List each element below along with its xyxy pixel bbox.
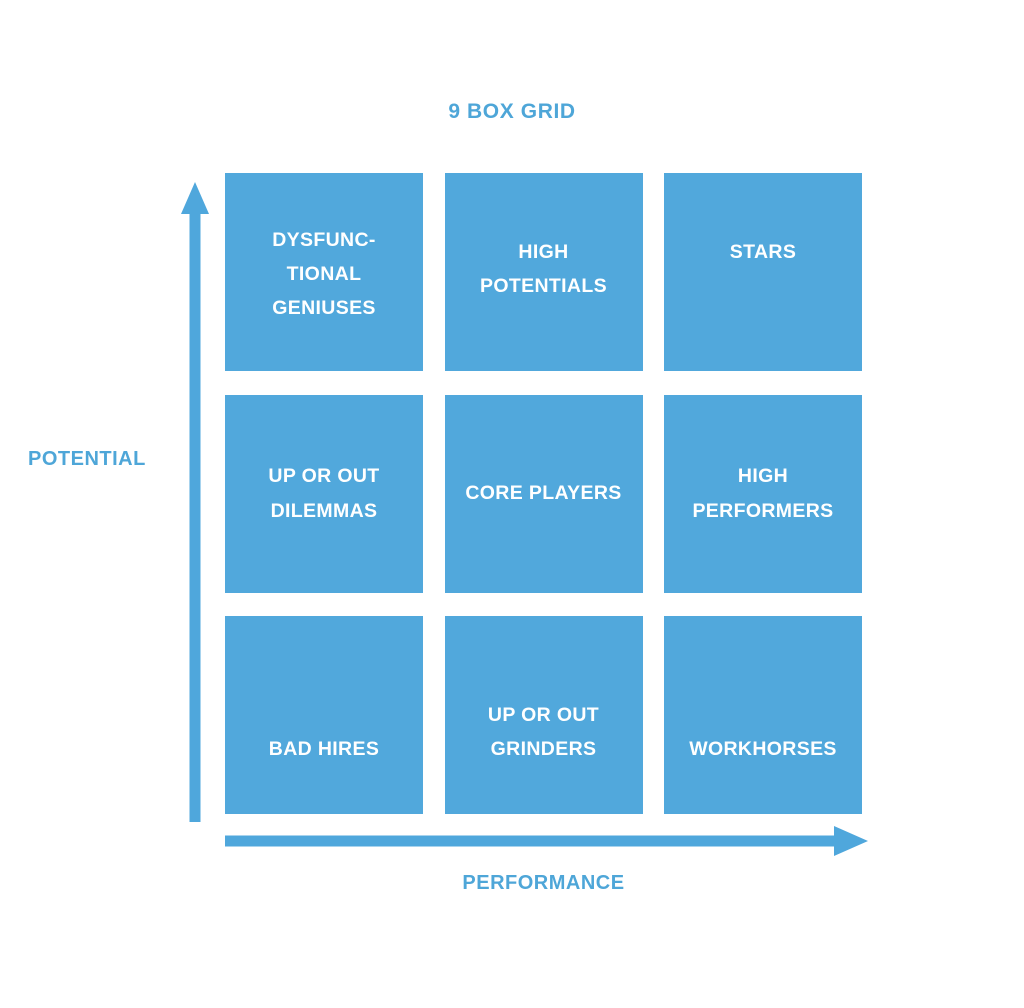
grid-cell-high-potentials[interactable]: HIGH POTENTIALS bbox=[444, 173, 643, 371]
grid-cell-stars[interactable]: STARS bbox=[664, 173, 862, 371]
grid-cell-workhorses[interactable]: WORKHORSES bbox=[664, 616, 862, 814]
y-axis-label: POTENTIAL bbox=[28, 448, 146, 470]
grid-cell-label: HIGH PERFORMERS bbox=[692, 465, 834, 522]
grid-cell-label: STARS bbox=[729, 241, 797, 263]
page-title: 9 BOX GRID bbox=[448, 100, 576, 123]
grid-cell-up-or-out-grinders[interactable]: UP OR OUT GRINDERS bbox=[444, 616, 643, 814]
grid-cell-dysfunctional-geniuses[interactable]: DYSFUNC- TIONAL GENIUSES bbox=[225, 173, 423, 371]
arrow-up-icon bbox=[181, 182, 209, 822]
grid-cell-bad-hires[interactable]: BAD HIRES bbox=[225, 616, 423, 814]
grid-cell-label: CORE PLAYERS bbox=[465, 482, 622, 505]
grid-cell-high-performers[interactable]: HIGH PERFORMERS bbox=[664, 394, 862, 593]
grid-cell-label: HIGH POTENTIALS bbox=[479, 241, 607, 298]
x-axis-label: PERFORMANCE bbox=[462, 872, 625, 894]
grid-cell-label: WORKHORSES bbox=[689, 737, 837, 760]
grid-cell-up-or-out-dilemmas[interactable]: UP OR OUT DILEMMAS bbox=[225, 394, 423, 593]
grid-cell-label: UP OR OUT DILEMMAS bbox=[268, 465, 380, 522]
grid-cell-core-players[interactable]: CORE PLAYERS bbox=[444, 394, 643, 593]
grid-cell-label: DYSFUNC- TIONAL GENIUSES bbox=[272, 229, 376, 320]
grid-container: DYSFUNC- TIONAL GENIUSES HIGH POTENTIALS… bbox=[225, 173, 862, 814]
grid-cell-label: UP OR OUT GRINDERS bbox=[487, 703, 600, 760]
grid-cell-label: BAD HIRES bbox=[268, 737, 380, 760]
arrow-right-icon bbox=[225, 826, 868, 856]
